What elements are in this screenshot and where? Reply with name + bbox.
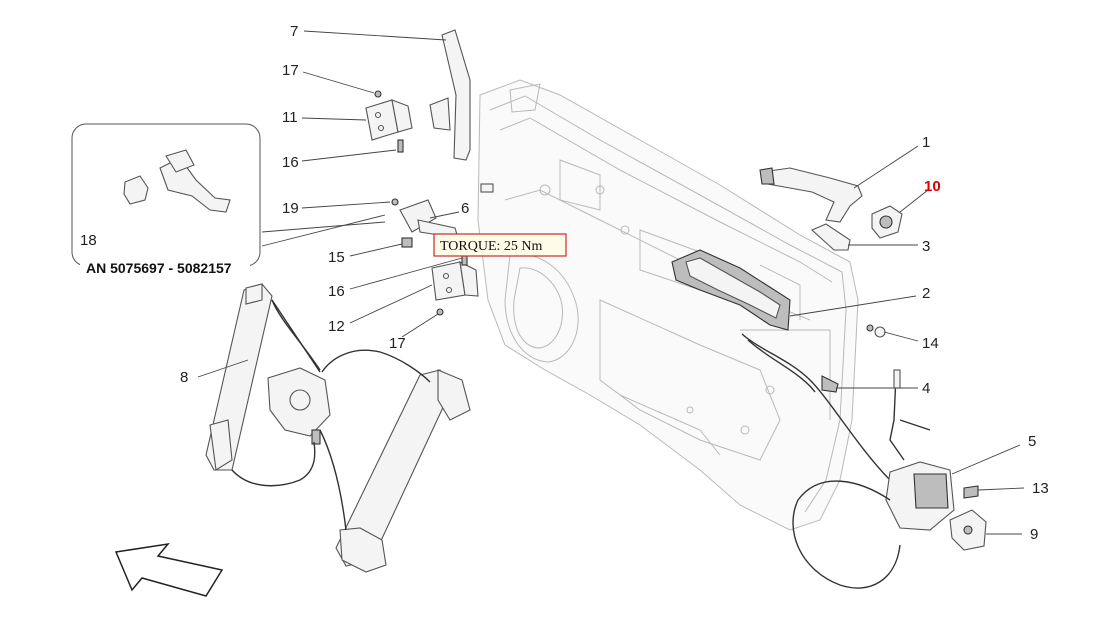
part-15-nut bbox=[401, 237, 413, 248]
inset-variant-panel bbox=[71, 123, 261, 267]
leader-lines bbox=[197, 30, 1025, 535]
callout-16-upper: 16 bbox=[282, 154, 299, 171]
part-2-inner-handle bbox=[671, 249, 791, 331]
callout-11: 11 bbox=[282, 109, 298, 126]
part-11-upper-hinge bbox=[365, 99, 413, 141]
callout-1: 1 bbox=[922, 134, 930, 151]
part-5-door-lock bbox=[792, 461, 955, 589]
part-13-pin bbox=[963, 485, 979, 499]
part-8-window-regulator bbox=[205, 283, 471, 573]
torque-note: TORQUE: 25 Nm bbox=[433, 233, 567, 257]
part-1-outer-handle bbox=[759, 167, 863, 223]
callout-17-lower: 17 bbox=[389, 335, 406, 352]
callout-16-lower: 16 bbox=[328, 283, 345, 300]
direction-arrow-icon bbox=[114, 542, 224, 597]
callout-2: 2 bbox=[922, 285, 930, 302]
door-shell bbox=[477, 79, 859, 531]
part-4-cable-assembly bbox=[741, 333, 931, 481]
callout-15: 15 bbox=[328, 249, 345, 266]
callout-17-upper: 17 bbox=[282, 62, 299, 79]
part-12-lower-hinge bbox=[431, 261, 479, 301]
part-14-clip bbox=[866, 324, 886, 338]
callout-19: 19 bbox=[282, 200, 299, 217]
part-16-bolt-upper bbox=[397, 139, 404, 153]
fastener-center bbox=[480, 183, 494, 193]
callout-14: 14 bbox=[922, 335, 939, 352]
callout-labels: 1 2 3 4 5 6 7 8 9 10 11 12 13 14 15 16 1… bbox=[80, 23, 1049, 543]
part-9-striker bbox=[949, 509, 987, 551]
part-17-bolt-lower bbox=[436, 308, 444, 316]
callout-6: 6 bbox=[461, 200, 469, 217]
callout-5: 5 bbox=[1028, 433, 1036, 450]
inset-serial-range: AN 5075697 - 5082157 bbox=[86, 260, 232, 276]
torque-note-box bbox=[433, 233, 567, 257]
torque-note-text: TORQUE: 25 Nm bbox=[440, 239, 543, 254]
callout-3: 3 bbox=[922, 238, 930, 255]
callout-18: 18 bbox=[80, 232, 97, 249]
part-18-check-strap-variant bbox=[123, 149, 231, 213]
part-19-fastener bbox=[391, 198, 399, 206]
callout-4: 4 bbox=[922, 380, 930, 397]
part-7-window-channel bbox=[429, 29, 471, 161]
callout-10: 10 bbox=[924, 178, 941, 195]
callout-8: 8 bbox=[180, 369, 188, 386]
part-17-bolt-upper bbox=[374, 90, 382, 98]
part-10-lock-cylinder bbox=[871, 205, 903, 239]
callout-9: 9 bbox=[1030, 526, 1038, 543]
callout-12: 12 bbox=[328, 318, 345, 335]
callout-7: 7 bbox=[290, 23, 298, 40]
callout-13: 13 bbox=[1032, 480, 1049, 497]
part-6-door-check bbox=[399, 199, 459, 239]
